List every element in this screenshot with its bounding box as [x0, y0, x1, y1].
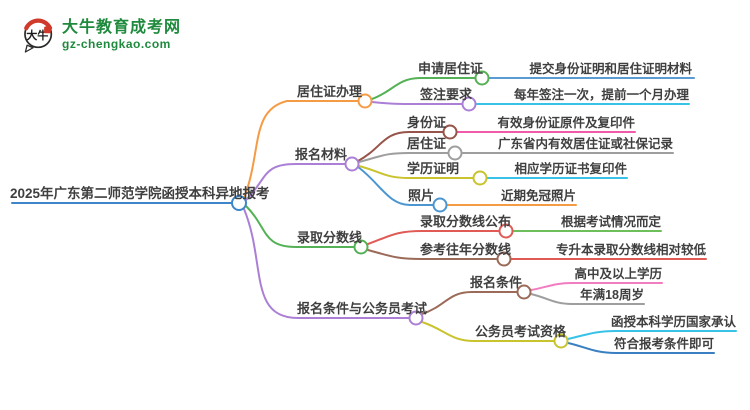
branch-4-circle[interactable]: [408, 310, 424, 326]
submit-materials-label: 提交身份证明和居住证明材料: [529, 61, 692, 76]
connector-diploma-proof: [358, 165, 474, 179]
apply-permit-label: 申请居住证: [418, 61, 484, 76]
underline-age-18: [530, 293, 645, 305]
connector-branch-1: [243, 100, 359, 199]
branch-1-circle[interactable]: [357, 93, 373, 109]
daniu-logo-icon: 大牛: [24, 18, 53, 53]
diploma-proof-label: 学历证明: [407, 161, 460, 176]
endorsement-circle[interactable]: [461, 96, 477, 112]
high-school-label: 高中及以上学历: [574, 266, 662, 281]
diploma-copy-label: 相应学历证书复印件: [514, 161, 627, 176]
branch-2-circle[interactable]: [344, 156, 360, 172]
connector-branch-4: [243, 208, 410, 319]
connector-id-card: [357, 131, 444, 162]
past-scores-label: 参考往年分数线: [420, 242, 512, 257]
score-announce-label: 录取分数线公布: [420, 214, 512, 229]
photo-label: 照片: [408, 188, 435, 203]
annual-endorsement-label: 每年签注一次，提前一个月办理: [513, 87, 689, 102]
connector-branch-3: [245, 205, 355, 248]
connector-photo: [357, 166, 434, 206]
gd-permit-label: 广东省内有效居住证或社保记录: [497, 136, 673, 151]
meet-conditions-label: 符合报考条件即可: [613, 336, 714, 351]
connector-residence-permit: [358, 152, 449, 163]
underline-high-school: [530, 282, 663, 291]
connector-past-scores: [367, 249, 498, 260]
endorsement-label: 签注要求: [420, 87, 473, 102]
branch-3-circle[interactable]: [353, 239, 369, 255]
connector-endorsement: [371, 101, 463, 105]
root-node-circle[interactable]: [231, 195, 247, 211]
score-announce-circle[interactable]: [498, 223, 514, 239]
root-node-label: 2025年广东第二师范学院函授本科异地报考: [10, 185, 270, 201]
connector-branch-2: [245, 163, 346, 201]
requirements-circle[interactable]: [516, 284, 532, 300]
past-scores-circle[interactable]: [496, 251, 512, 267]
brand-title: 大牛教育成考网: [62, 18, 182, 36]
requirements-label: 报名条件: [470, 275, 523, 290]
connector-civil-service: [421, 321, 555, 342]
id-card-circle[interactable]: [442, 124, 458, 140]
underline-state-recognized: [567, 330, 737, 340]
photo-circle[interactable]: [432, 197, 448, 213]
diploma-proof-circle[interactable]: [472, 170, 488, 186]
recent-photo-label: 近期免冠照片: [500, 188, 576, 203]
logo-characters: 大牛: [26, 28, 48, 42]
state-recognized-label: 函授本科学历国家承认: [610, 314, 736, 329]
connector-apply-permit: [371, 77, 476, 100]
branch-1-label: 居住证办理: [297, 84, 363, 99]
brand-text-block: 大牛教育成考网 gz-chengkao.com: [62, 19, 181, 52]
branch-4-label: 报名条件与公务员考试: [297, 301, 428, 316]
logo-seal: [44, 26, 51, 34]
apply-permit-circle[interactable]: [474, 70, 490, 86]
age-18-label: 年满18周岁: [580, 287, 644, 302]
depends-on-exam-label: 根据考试情况而定: [560, 214, 661, 229]
connector-score-announce: [367, 230, 500, 245]
brand-domain: gz-chengkao.com: [62, 37, 171, 52]
connector-requirements: [421, 291, 518, 315]
residence-permit-circle[interactable]: [447, 145, 463, 161]
lower-score-label: 专升本录取分数线相对较低: [555, 242, 706, 257]
residence-permit-label: 居住证: [407, 136, 447, 151]
id-copy-label: 有效身份证原件及复印件: [497, 115, 635, 130]
id-card-label: 身份证: [407, 115, 447, 130]
site-logo[interactable]: 大牛 大牛教育成考网 gz-chengkao.com: [22, 16, 181, 54]
branch-2-label: 报名材料: [295, 147, 348, 162]
civil-service-label: 公务员考试资格: [475, 324, 567, 339]
civil-service-circle[interactable]: [553, 333, 569, 349]
branch-3-label: 录取分数线: [297, 230, 363, 245]
underline-meet-conditions: [567, 342, 715, 354]
